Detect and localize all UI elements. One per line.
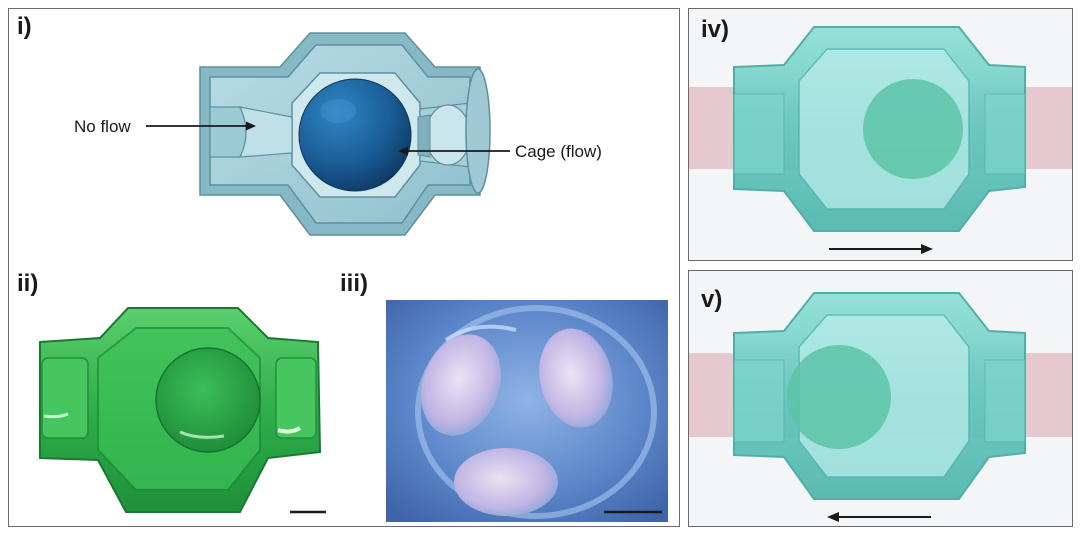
cage-flow-arrow: [398, 146, 510, 156]
cad-cross-section: [199, 32, 491, 236]
blue-cage-photo: [386, 300, 668, 522]
panel-label-i: i): [17, 13, 32, 40]
teal-valve-photo-v: [689, 292, 1072, 522]
panel-label-iii: iii): [340, 270, 368, 297]
no-flow-arrow: [146, 121, 256, 131]
panel-label-ii: ii): [17, 270, 39, 297]
teal-valve-photo-iv: [689, 26, 1072, 254]
panel-label-iv: iv): [701, 16, 730, 43]
panel-label-v: v): [701, 286, 723, 313]
cage-flow-label: Cage (flow): [515, 142, 602, 161]
green-valve-photo: [39, 307, 326, 514]
no-flow-label: No flow: [74, 117, 131, 136]
